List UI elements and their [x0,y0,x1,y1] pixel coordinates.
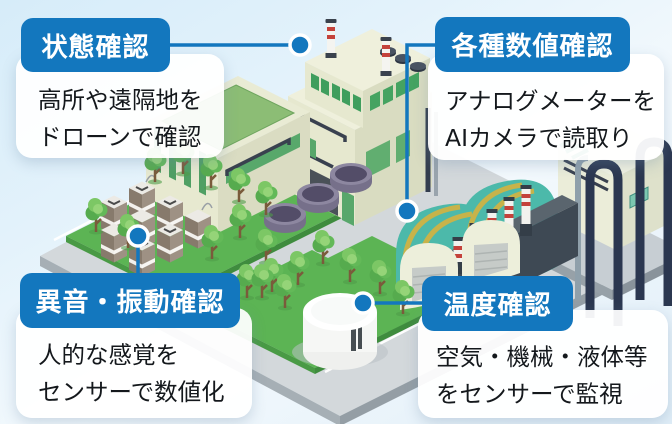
connector-dot [395,199,419,223]
temperature-check-description: 空気・機械・液体等 をセンサーで監視 [436,339,648,413]
sound-vibration-description: 人的な感覚を センサーで数値化 [38,337,225,411]
penthouse-windows [311,72,419,112]
storage-tanks [264,163,372,233]
status-check-desc-line2: ドローンで確認 [38,123,202,151]
window-band [226,133,300,184]
temperature-check-desc-line1: 空気・機械・液体等 [436,343,648,371]
temperature-check-desc-line2: をセンサーで監視 [436,380,623,408]
status-check-label: 状態確認 [21,18,170,72]
connector-dot [351,291,375,315]
sound-vibration-label: 異音・振動確認 [20,273,240,328]
connector-dot [126,224,150,248]
factory-chimney-icon [325,19,392,76]
callout-connectors [126,33,436,315]
temperature-check-label: 温度確認 [422,276,573,331]
numeric-check-description: アナログメーターを AIカメラで読取り [445,83,656,157]
sound-vibration-desc-line1: 人的な感覚を [38,341,179,369]
connector-dot [288,33,312,57]
numeric-check-desc-line2: AIカメラで読取り [445,124,633,152]
numeric-check-label: 各種数値確認 [435,17,630,72]
status-check-description: 高所や遠隔地を ドローンで確認 [38,82,203,156]
transformer-units [101,174,213,277]
sound-vibration-desc-line2: センサーで数値化 [38,378,225,406]
numeric-check-desc-line1: アナログメーターを [445,87,657,115]
status-check-desc-line1: 高所や遠隔地を [38,86,203,114]
